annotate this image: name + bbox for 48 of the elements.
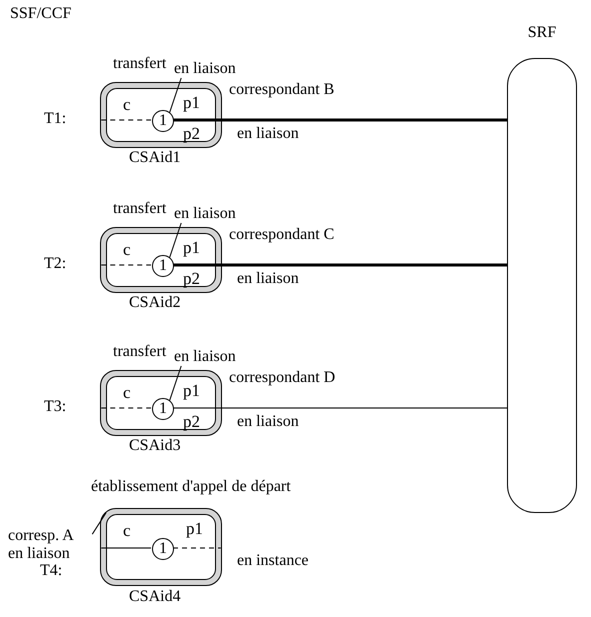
box-id-label: CSAid4 (129, 589, 181, 605)
leader-line (92, 512, 107, 535)
leader-line (169, 366, 182, 401)
leader-line (169, 222, 182, 258)
port-label: p2 (183, 270, 200, 287)
side-label: SSF/CCF (10, 6, 72, 22)
port-label: p1 (186, 520, 203, 537)
state-label: en liaison (8, 546, 70, 562)
state-label: T2: (44, 256, 66, 272)
state-label: T4: (40, 563, 62, 579)
box-id-label: CSAid2 (129, 295, 181, 311)
port-label: c (123, 522, 131, 539)
circle-number: 1 (159, 401, 167, 417)
edge-label: correspondant D (229, 370, 336, 386)
connector-line (173, 264, 507, 266)
box-heading: établissement d'appel de départ (91, 479, 291, 495)
box-heading: transfert (113, 201, 166, 217)
circle-number: 1 (159, 541, 167, 557)
circle-number: 1 (159, 258, 167, 274)
box-id-label: CSAid1 (129, 150, 181, 166)
state-label: en liaison (237, 271, 299, 287)
state-label: en instance (237, 553, 309, 569)
state-label: en liaison (237, 126, 299, 142)
state-label: T1: (44, 111, 66, 127)
state-text: corresp. A (8, 527, 94, 545)
state-text: en liaison (174, 205, 246, 223)
edge-label: correspondant B (229, 82, 334, 98)
port-label: c (123, 241, 131, 258)
state-label: en liaison (237, 414, 299, 430)
box-heading: transfert (113, 344, 166, 360)
leader-line (169, 78, 182, 113)
state-text: en liaison (174, 348, 246, 366)
port-label: c (123, 96, 131, 113)
port-label: p2 (183, 125, 200, 142)
connector-line (173, 118, 507, 122)
edge-label: correspondant C (229, 227, 334, 243)
state-label: T3: (44, 399, 66, 415)
port-label: p1 (183, 239, 200, 256)
port-label: p2 (183, 413, 200, 430)
circle-number: 1 (159, 113, 167, 129)
band-heading: SRF (528, 25, 556, 41)
port-label: p1 (183, 94, 200, 111)
box-id-label: CSAid3 (129, 438, 181, 454)
box-heading: transfert (113, 56, 166, 72)
dashed-connector (100, 264, 152, 266)
state-text: en liaison (174, 60, 246, 78)
port-label: c (123, 384, 131, 401)
port-label: p1 (183, 382, 200, 399)
